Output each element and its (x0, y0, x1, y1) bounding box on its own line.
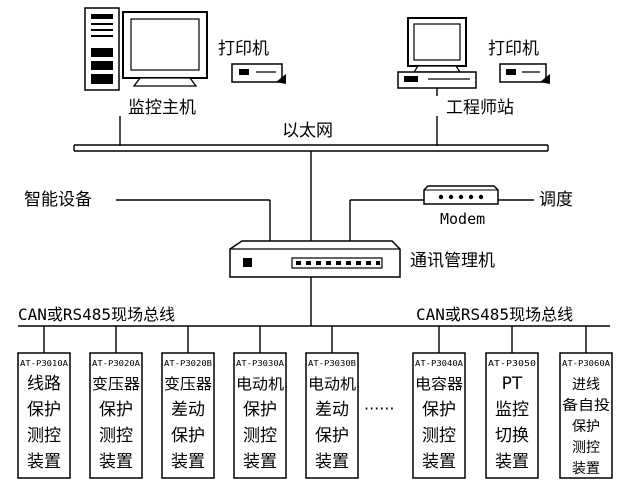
ethernet-bus (73, 144, 549, 152)
device-frame (412, 352, 466, 479)
device-text-line: 变压器 (164, 375, 212, 393)
device-text-line: 保护 (572, 419, 600, 435)
device-frame (485, 352, 539, 479)
device-text-line: 切换 (495, 426, 529, 446)
device-text-line: 装置 (27, 452, 61, 472)
device-text-line: 测控 (243, 426, 277, 446)
device-text-line: 装置 (99, 452, 133, 472)
device-frame (233, 352, 287, 479)
device-text-line: 测控 (422, 426, 456, 446)
device-text-line: 测控 (27, 426, 61, 446)
device-text-line: 测控 (572, 440, 600, 456)
device-text-line: 装置 (495, 452, 529, 472)
device-text-line: 保护 (99, 400, 133, 420)
dispatch-label: 调度 (539, 190, 573, 210)
printer-right-label: 打印机 (488, 39, 539, 59)
ellipsis: ······ (364, 399, 395, 418)
device-frame (17, 352, 71, 479)
printer-left-icon (231, 63, 286, 84)
device-text-line: 备自投 (562, 397, 610, 414)
device-text-line: 装置 (572, 461, 600, 477)
device-text-line: 装置 (243, 452, 277, 472)
engineer-station-label: 工程师站 (446, 98, 514, 118)
engineer-station-computer (397, 17, 477, 89)
device-text-line: PT (502, 374, 523, 394)
device-text-line: 装置 (315, 452, 349, 472)
fieldbus-right-label: CAN或RS485现场总线 (416, 305, 573, 324)
modem-label: Modem (440, 210, 485, 228)
device-frame (89, 352, 143, 479)
device-model-label: AT-P3030B (308, 359, 356, 368)
device-text-line: 测控 (99, 426, 133, 446)
device-text-line: 保护 (27, 400, 61, 420)
device-text-line: 监控 (495, 400, 529, 420)
device-text-line: 电动机 (236, 375, 284, 393)
comm-manager-label: 通讯管理机 (410, 251, 495, 271)
modem-icon (423, 185, 499, 205)
device-model-label: AT-P3020B (164, 359, 212, 368)
device-frame (559, 352, 613, 479)
printer-right-icon (499, 63, 550, 84)
device-text-line: 线路 (27, 374, 61, 394)
device-text-line: 电动机 (308, 375, 356, 393)
device-text-line: 保护 (171, 426, 205, 446)
printer-left-label: 打印机 (218, 39, 269, 59)
ethernet-label: 以太网 (282, 121, 333, 141)
field-devices: AT-P3010A线路保护测控装置AT-P3020A变压器保护测控装置AT-P3… (17, 326, 613, 479)
device-model-label: AT-P3010A (20, 359, 68, 368)
device-text-line: 变压器 (92, 375, 140, 393)
device-text-line: 装置 (171, 452, 205, 472)
device-text-line: 保护 (315, 426, 349, 446)
comm-manager-device (229, 240, 401, 278)
device-model-label: AT-P3050 (488, 359, 536, 368)
device-model-label: AT-P3020A (92, 359, 140, 368)
device-text-line: 电容器 (415, 375, 463, 393)
device-text-line: 差动 (315, 400, 349, 420)
fieldbus-left-label: CAN或RS485现场总线 (18, 305, 175, 324)
device-frame (161, 352, 215, 479)
device-frame (305, 352, 359, 479)
smart-devices-label: 智能设备 (24, 190, 92, 210)
device-model-label: AT-P3030A (236, 359, 284, 368)
device-model-label: AT-P3060A (562, 359, 610, 368)
device-text-line: 差动 (171, 400, 205, 420)
device-model-label: AT-P3040A (415, 359, 463, 368)
monitor-host-label: 监控主机 (128, 98, 196, 118)
device-text-line: 进线 (572, 377, 600, 393)
device-text-line: 保护 (422, 400, 456, 420)
device-text-line: 装置 (422, 452, 456, 472)
monitor-host-computer (84, 7, 208, 91)
device-text-line: 保护 (243, 400, 277, 420)
